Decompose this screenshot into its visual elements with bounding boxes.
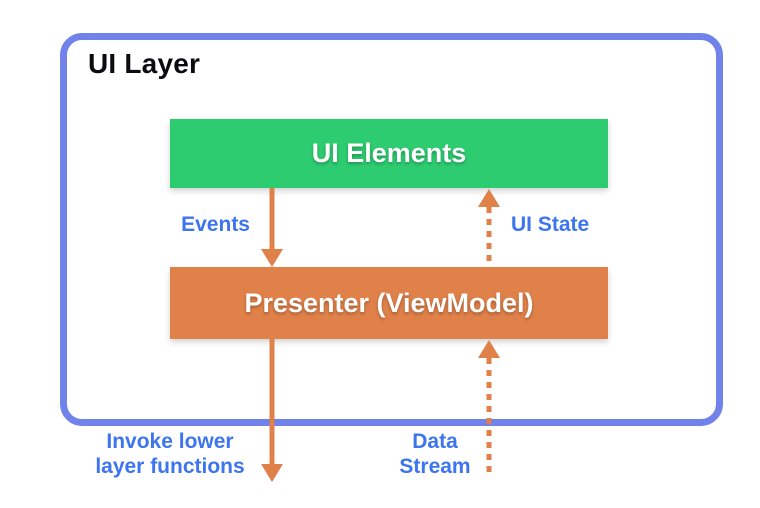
data-stream-label: Data Stream bbox=[355, 429, 515, 479]
arrowhead-down-icon bbox=[261, 464, 283, 482]
arrowhead-down-icon bbox=[261, 249, 283, 267]
invoke-lower-arrow-stem bbox=[269, 339, 275, 466]
ui-state-arrow-stem bbox=[486, 207, 492, 267]
invoke-lower-label-line1: Invoke lower bbox=[106, 430, 234, 453]
events-arrow bbox=[261, 188, 283, 267]
ui-state-label: UI State bbox=[511, 213, 590, 236]
data-stream-label-line2: Stream bbox=[399, 455, 471, 478]
invoke-lower-arrow bbox=[261, 339, 283, 482]
events-arrow-stem bbox=[269, 188, 275, 251]
invoke-lower-label-line2: layer functions bbox=[95, 455, 245, 478]
arrowhead-up-icon bbox=[478, 340, 500, 358]
presenter-box: Presenter (ViewModel) bbox=[170, 267, 608, 339]
invoke-lower-label: Invoke lower layer functions bbox=[70, 429, 270, 479]
ui-elements-box: UI Elements bbox=[170, 119, 608, 188]
arrowhead-up-icon bbox=[478, 189, 500, 207]
ui-layer-title: UI Layer bbox=[88, 48, 201, 79]
data-stream-label-line1: Data bbox=[412, 430, 458, 453]
events-label: Events bbox=[181, 213, 250, 236]
ui-layer-frame bbox=[60, 33, 723, 426]
data-stream-arrow bbox=[478, 340, 500, 478]
ui-state-arrow bbox=[478, 189, 500, 267]
ui-elements-label: UI Elements bbox=[311, 138, 467, 168]
data-stream-arrow-stem bbox=[486, 358, 492, 478]
presenter-label: Presenter (ViewModel) bbox=[244, 287, 534, 318]
